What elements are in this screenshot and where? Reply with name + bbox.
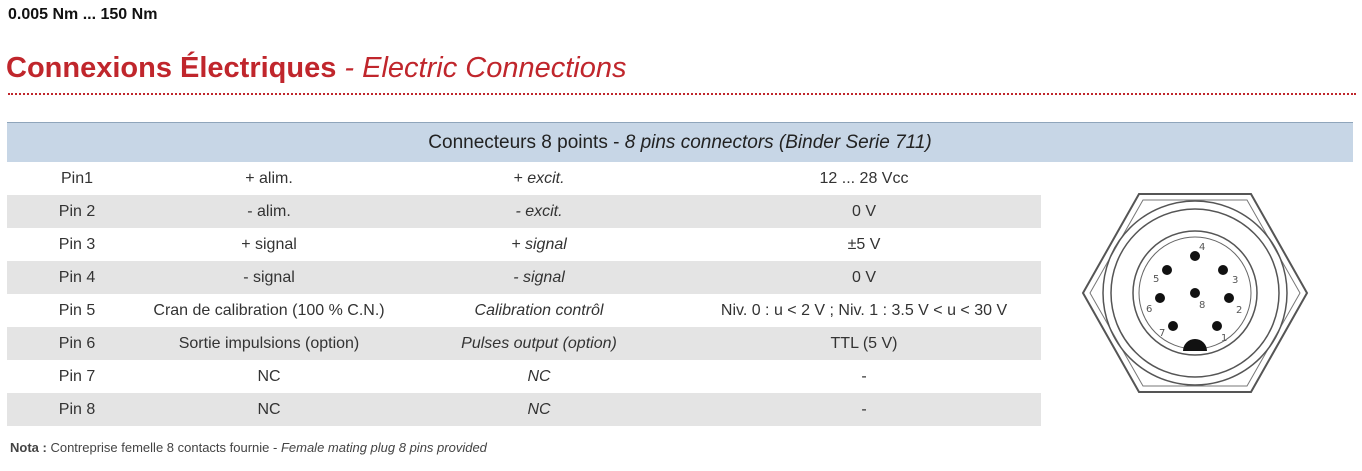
value-cell: 0 V — [851, 268, 876, 286]
section-title: Connexions Électriques - Electric Connec… — [6, 52, 626, 85]
pin-table: Connecteurs 8 points - 8 pins connectors… — [7, 122, 1353, 426]
table-header: Connecteurs 8 points - 8 pins connectors… — [7, 122, 1353, 162]
pin-cell: Pin 3 — [58, 235, 96, 253]
hex-nut-outer — [1081, 193, 1309, 393]
value-cell: ±5 V — [847, 235, 881, 253]
function-fr-cell: Cran de calibration (100 % C.N.) — [153, 301, 385, 319]
pin-cell: Pin 8 — [58, 400, 96, 418]
function-fr-cell: + alim. — [245, 169, 293, 187]
pin-label-2: 2 — [1236, 305, 1242, 316]
value-cell: TTL (5 V) — [830, 334, 898, 352]
pin-label-4: 4 — [1199, 242, 1205, 253]
function-en-cell: + signal — [511, 235, 567, 253]
pin-dot-4 — [1190, 251, 1200, 261]
pin-cell: Pin 7 — [58, 367, 96, 385]
table-row: Pin 2 - alim. - excit. 0 V — [7, 195, 1041, 228]
note-fr: Contreprise femelle 8 contacts fournie - — [46, 440, 281, 455]
function-fr-cell: + signal — [241, 235, 297, 253]
table-row: Pin 4 - signal - signal 0 V — [7, 261, 1041, 294]
pin-dot-5 — [1162, 265, 1172, 275]
pin-dot-1 — [1212, 321, 1222, 331]
value-cell: 12 ... 28 Vcc — [819, 169, 909, 187]
function-fr-cell: Sortie impulsions (option) — [178, 334, 360, 352]
connector-ring-middle — [1110, 208, 1280, 378]
table-row: Pin 6 Sortie impulsions (option) Pulses … — [7, 327, 1041, 360]
pin-label-6: 6 — [1146, 304, 1152, 315]
hex-nut-inner — [1089, 199, 1301, 387]
pin-dot-6 — [1155, 293, 1165, 303]
function-en-cell: - signal — [513, 268, 565, 286]
value-cell: Niv. 0 : u < 2 V ; Niv. 1 : 3.5 V < u < … — [720, 301, 1008, 319]
connector-key-notch — [1183, 339, 1207, 351]
pin-label-3: 3 — [1232, 275, 1238, 286]
note-en: Female mating plug 8 pins provided — [280, 440, 487, 455]
pin-cell: Pin 4 — [58, 268, 96, 286]
connector-ring-outer — [1102, 200, 1288, 386]
section-title-sep: - — [336, 52, 363, 84]
pin-cell: Pin 6 — [58, 334, 96, 352]
section-title-en: Electric Connections — [362, 52, 627, 84]
function-fr-cell: - signal — [243, 268, 295, 286]
function-fr-cell: - alim. — [247, 202, 291, 220]
pin-cell: Pin 5 — [58, 301, 96, 319]
pin-dot-3 — [1218, 265, 1228, 275]
torque-range: 0.005 Nm ... 150 Nm — [8, 6, 158, 23]
footnote: Nota : Contreprise femelle 8 contacts fo… — [10, 440, 487, 455]
function-en-cell: Calibration contrôl — [474, 301, 604, 319]
table-row: Pin 8 NC NC - — [7, 393, 1041, 426]
table-row: Pin 3 + signal + signal ±5 V — [7, 228, 1041, 261]
note-label: Nota : — [10, 440, 47, 455]
value-cell: - — [861, 400, 867, 418]
function-en-cell: - excit. — [515, 202, 563, 220]
table-rows: Pin1 + alim. + excit. 12 ... 28 Vcc Pin … — [7, 162, 1041, 426]
function-fr-cell: NC — [257, 400, 281, 418]
table-title-en: 8 pins connectors (Binder Serie 711) — [624, 132, 932, 153]
table-title-fr: Connecteurs 8 points — [428, 132, 608, 153]
pin-dot-8 — [1190, 288, 1200, 298]
dotted-divider — [8, 93, 1356, 95]
function-en-cell: NC — [527, 367, 551, 385]
function-fr-cell: NC — [257, 367, 281, 385]
pin-label-8: 8 — [1199, 300, 1205, 311]
table-row: Pin1 + alim. + excit. 12 ... 28 Vcc — [7, 162, 1041, 195]
value-cell: 0 V — [851, 202, 876, 220]
value-cell: - — [861, 367, 867, 385]
pin-dot-7 — [1168, 321, 1178, 331]
function-en-cell: + excit. — [513, 169, 565, 187]
connector-pinout-diagram: 1 2 3 4 5 6 7 8 — [1081, 193, 1309, 393]
function-en-cell: NC — [527, 400, 551, 418]
table-row: Pin 7 NC NC - — [7, 360, 1041, 393]
pin-label-5: 5 — [1153, 274, 1159, 285]
pin-cell: Pin1 — [60, 169, 94, 187]
section-title-fr: Connexions Électriques — [6, 52, 337, 84]
pin-cell: Pin 2 — [58, 202, 96, 220]
function-en-cell: Pulses output (option) — [461, 334, 617, 352]
table-row: Pin 5 Cran de calibration (100 % C.N.) C… — [7, 294, 1041, 327]
pin-label-1: 1 — [1221, 333, 1227, 344]
pin-label-7: 7 — [1159, 328, 1165, 339]
connector-ring-inner — [1132, 230, 1258, 356]
table-title-sep: - — [607, 132, 625, 153]
pin-dot-2 — [1224, 293, 1234, 303]
